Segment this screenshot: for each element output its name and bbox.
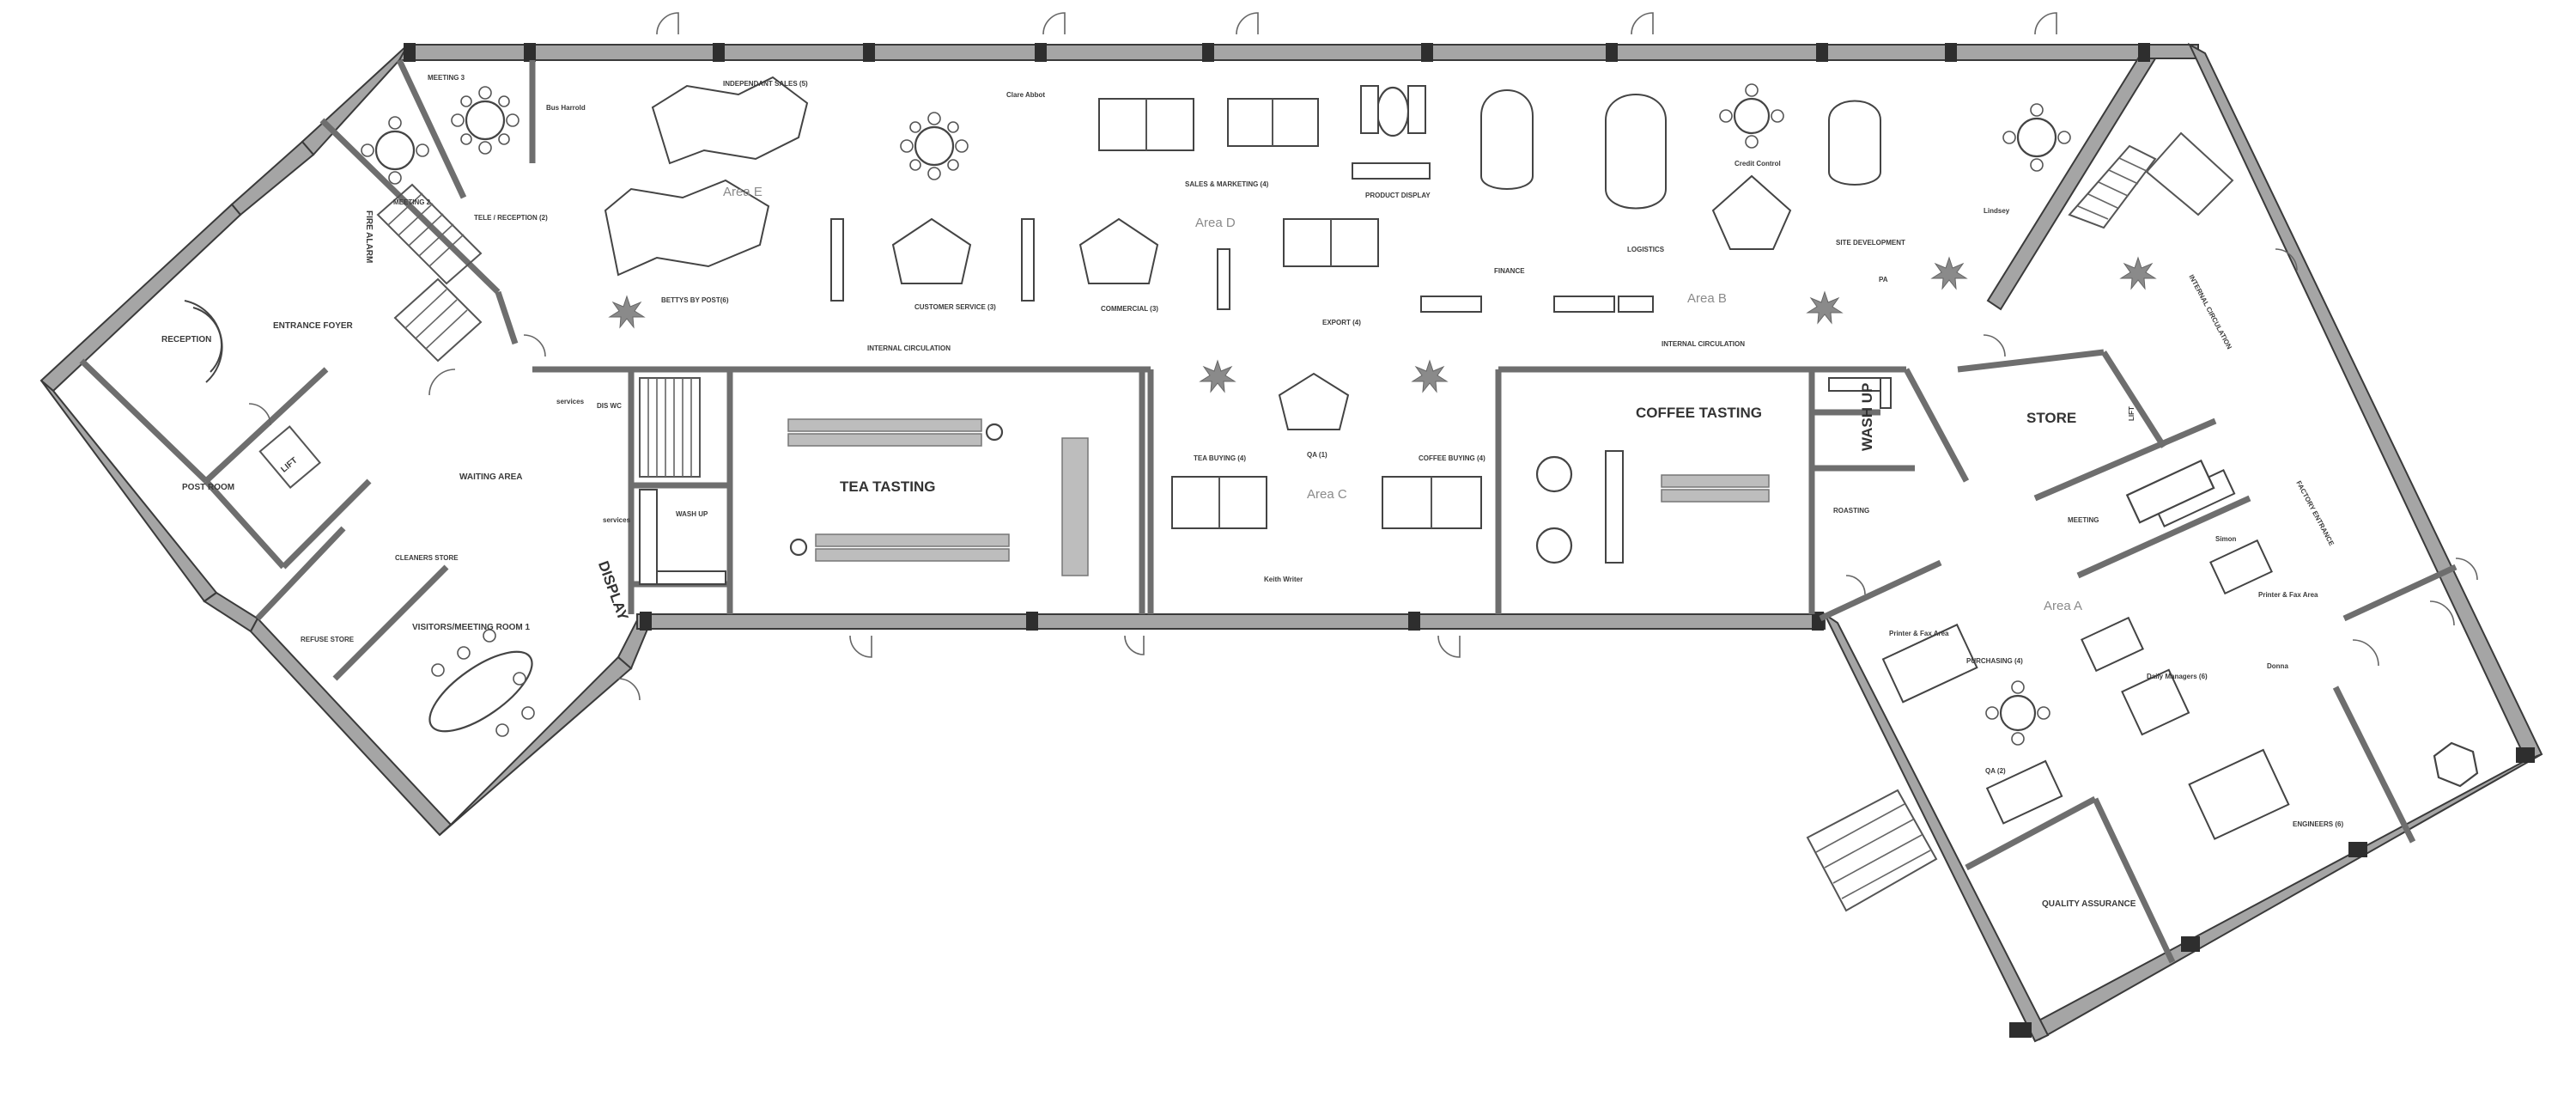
workstations-area-a (1881, 469, 2290, 840)
label-internal-circulation-right: INTERNAL CIRCULATION (1662, 340, 1745, 348)
workstations-area-b (1480, 89, 1881, 250)
label-store: STORE (2026, 410, 2076, 426)
label-printer-fax-1: Printer & Fax Area (1889, 630, 1949, 637)
doors (248, 12, 2478, 701)
label-printer-fax-2: Printer & Fax Area (2258, 591, 2318, 599)
label-site-development: SITE DEVELOPMENT (1836, 239, 1905, 247)
workstations-area-d (891, 98, 1379, 284)
label-lindsey: Lindsey (1984, 207, 2010, 215)
label-refuse-store: REFUSE STORE (301, 636, 355, 643)
exterior-walls (39, 42, 2543, 1043)
label-quality-assurance: QUALITY ASSURANCE (2042, 899, 2136, 909)
label-customer-service: CUSTOMER SERVICE (3) (914, 303, 996, 311)
external-ramp (1806, 789, 1938, 912)
label-logistics: LOGISTICS (1627, 246, 1665, 253)
label-credit-control: Credit Control (1735, 160, 1781, 168)
label-tea-buying: TEA BUYING (4) (1194, 454, 1246, 462)
label-right-vertical-1: INTERNAL CIRCULATION (2187, 273, 2233, 350)
label-lift: LIFT (279, 456, 299, 475)
label-keith-writer: Keith Writer (1264, 576, 1303, 583)
label-entrance-foyer: ENTRANCE FOYER (273, 321, 354, 331)
label-daily-managers: Daily Managers (6) (2147, 673, 2208, 680)
label-bettys-by-post: BETTYS BY POST(6) (661, 296, 729, 304)
label-area-e: Area E (723, 185, 762, 199)
label-post-room: POST ROOM (182, 483, 234, 492)
label-cleaners-store: CLEANERS STORE (395, 554, 459, 562)
label-engineers: ENGINEERS (6) (2293, 820, 2343, 828)
label-commercial: COMMERCIAL (3) (1101, 305, 1158, 313)
label-sales-marketing: SALES & MARKETING (4) (1185, 180, 1269, 188)
label-coffee-buying: COFFEE BUYING (4) (1419, 454, 1485, 462)
label-area-a: Area A (2044, 599, 2082, 613)
label-area-c: Area C (1307, 487, 1347, 502)
label-finance: FINANCE (1494, 267, 1525, 275)
label-right-vertical-2: FACTORY ENTRANCE (2294, 479, 2336, 547)
label-display: DISPLAY (595, 558, 632, 623)
label-wash-up: WASH UP (676, 510, 708, 518)
structural-columns (404, 43, 2535, 1038)
label-waiting-area: WAITING AREA (459, 472, 523, 482)
label-qa2: QA (2) (1985, 767, 2006, 775)
workstations-area-c (1171, 372, 1482, 529)
label-independant-sales: INDEPENDANT SALES (5) (723, 80, 808, 88)
label-product-display: PRODUCT DISPLAY (1365, 192, 1431, 199)
label-services-1: services (556, 398, 585, 405)
lift-shaft (258, 425, 322, 489)
label-donna: Donna (2267, 662, 2288, 670)
label-area-d: Area D (1195, 216, 1236, 230)
plants (608, 256, 2157, 393)
label-area-b: Area B (1687, 291, 1727, 306)
label-simon: Simon (2215, 535, 2237, 543)
right-stair (2068, 131, 2234, 229)
label-bus-harrold: Bus Harrold (546, 104, 586, 112)
label-clare-abbot: Clare Abbot (1006, 91, 1045, 99)
label-meeting: MEETING (2068, 516, 2099, 524)
label-services-2: services (603, 516, 631, 524)
label-purchasing: PURCHASING (4) (1966, 657, 2023, 665)
label-qa1: QA (1) (1307, 451, 1327, 459)
label-internal-circulation-left: INTERNAL CIRCULATION (867, 344, 951, 352)
label-lift-small: LIFT (2128, 406, 2136, 421)
label-reception: RECEPTION (161, 335, 211, 344)
main-stair (376, 183, 483, 363)
label-dis-wc: DIS WC (597, 402, 622, 410)
label-tele-reception: TELE / RECEPTION (2) (474, 214, 548, 222)
furniture (184, 76, 2479, 840)
label-wash-up-rot: WASH UP (1859, 383, 1875, 451)
tea-stair (639, 377, 701, 478)
label-pa: PA (1879, 276, 1888, 283)
label-coffee-tasting: COFFEE TASTING (1636, 405, 1762, 421)
stairs (376, 131, 2234, 912)
label-fire-alarm: FIRE ALARM (364, 210, 374, 263)
label-meeting3: MEETING 3 (428, 74, 465, 82)
label-tea-tasting: TEA TASTING (840, 478, 935, 495)
label-roasting: ROASTING (1833, 507, 1869, 515)
label-export: EXPORT (4) (1322, 319, 1361, 326)
label-meeting2: MEETING 2 (393, 198, 431, 206)
label-visitors-meeting: VISITORS/MEETING ROOM 1 (412, 623, 530, 632)
workstations-area-e (604, 76, 809, 277)
